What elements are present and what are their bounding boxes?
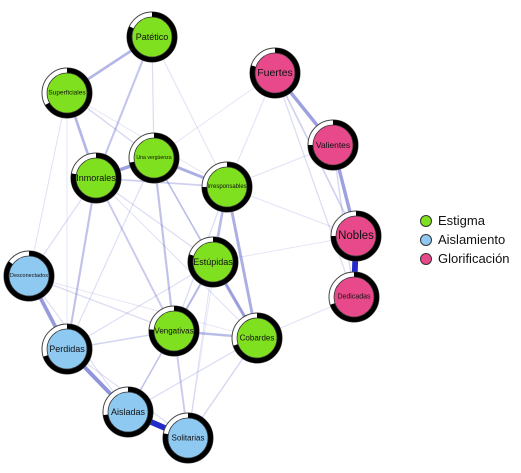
node-arc	[250, 48, 300, 98]
node-irr: Irresponsables	[201, 161, 253, 213]
legend-swatch-aislamiento	[420, 233, 432, 246]
node-fill	[133, 137, 175, 179]
legend-swatch-estigma	[420, 214, 432, 227]
node-fill	[206, 166, 248, 208]
node-label: Fuertes	[257, 67, 293, 79]
node-label: Vengativas	[154, 327, 193, 336]
node-fill	[236, 317, 278, 359]
node-label: Aisladas	[111, 407, 146, 417]
edge-fue-ded	[274, 72, 355, 298]
node-fill	[46, 328, 88, 370]
legend: Estigma Aislamiento Glorificación	[420, 211, 510, 268]
node-arc	[308, 120, 358, 170]
edge-inm-cob	[95, 177, 258, 339]
node-label: Una vergüenza	[136, 155, 171, 161]
node-cob: Cobardes	[231, 312, 283, 364]
edge-ver-ven	[152, 156, 176, 333]
legend-label-aislamiento: Aislamiento	[438, 232, 506, 247]
edge-irr-sol	[187, 186, 228, 439]
node-ven: Vengativas	[148, 305, 200, 357]
node-label: Desconectados	[10, 273, 48, 279]
edge-irr-cob	[225, 185, 259, 340]
node-ais: Aisladas	[102, 386, 154, 438]
node-label: Dedicadas	[337, 294, 371, 301]
node-fill	[75, 157, 117, 199]
node-fill	[153, 310, 195, 352]
node-pat: Patético	[126, 11, 178, 63]
node-fue: Fuertes	[249, 47, 301, 99]
node-inm: Inmorales	[70, 152, 122, 204]
node-fill	[192, 241, 234, 283]
edge-per-est	[66, 261, 214, 350]
node-label: Superficiales	[48, 90, 86, 97]
node-arc	[331, 211, 381, 261]
legend-item-glorificacion: Glorificación	[420, 249, 510, 268]
node-ded: Dedicadas	[328, 271, 380, 323]
node-label: Inmorales	[76, 173, 116, 183]
node-arc	[103, 387, 153, 437]
node-fill	[254, 52, 296, 94]
node-fill	[333, 276, 375, 318]
node-arc	[43, 324, 92, 374]
edge-ver-per	[66, 157, 155, 350]
node-arc	[188, 237, 238, 287]
legend-item-estigma: Estigma	[420, 211, 510, 230]
edge-des-cob	[28, 275, 258, 339]
node-fill	[312, 124, 354, 166]
node-fill	[107, 391, 149, 433]
edge-pat-irr	[151, 36, 228, 188]
legend-item-aislamiento: Aislamiento	[420, 230, 510, 249]
node-arc	[149, 306, 199, 356]
node-nob: Nobles	[330, 210, 382, 262]
node-label: Solitarias	[172, 434, 205, 443]
node-label: Perdidas	[49, 344, 85, 354]
node-label: Valientes	[316, 140, 350, 150]
node-arc	[129, 133, 179, 183]
edge-inm-ven	[95, 177, 175, 332]
node-label: Irresponsables	[207, 184, 246, 190]
node-fill	[167, 417, 209, 459]
node-arc	[330, 272, 379, 322]
node-arc	[4, 251, 54, 301]
node-label: Nobles	[338, 230, 374, 242]
node-des: Desconectados	[3, 250, 55, 302]
node-arc	[233, 313, 282, 363]
node-est: Estúpidas	[187, 236, 239, 288]
node-ver: Una vergüenza	[128, 132, 180, 184]
node-arc	[45, 68, 92, 118]
legend-swatch-glorificacion	[420, 252, 432, 265]
node-fill	[335, 215, 377, 257]
node-sol: Solitarias	[162, 412, 214, 464]
node-fill	[131, 16, 173, 58]
edge-inm-per	[65, 176, 98, 351]
node-fill	[46, 72, 88, 114]
edge-des-ven	[28, 275, 175, 332]
node-arc	[163, 413, 213, 463]
node-arc	[127, 12, 177, 62]
node-sup: Superficiales	[41, 67, 93, 119]
node-label: Patético	[136, 32, 169, 42]
node-label: Estúpidas	[193, 257, 233, 267]
node-label: Cobardes	[240, 334, 275, 343]
edge-sup-des	[28, 92, 68, 277]
legend-label-estigma: Estigma	[438, 213, 485, 228]
node-per: Perdidas	[41, 323, 93, 375]
node-val: Valientes	[307, 119, 359, 171]
node-arc	[202, 162, 252, 212]
node-arc	[71, 153, 121, 203]
edge-est-sol	[187, 261, 214, 439]
legend-label-glorificacion: Glorificación	[438, 251, 510, 266]
node-fill	[8, 255, 50, 297]
